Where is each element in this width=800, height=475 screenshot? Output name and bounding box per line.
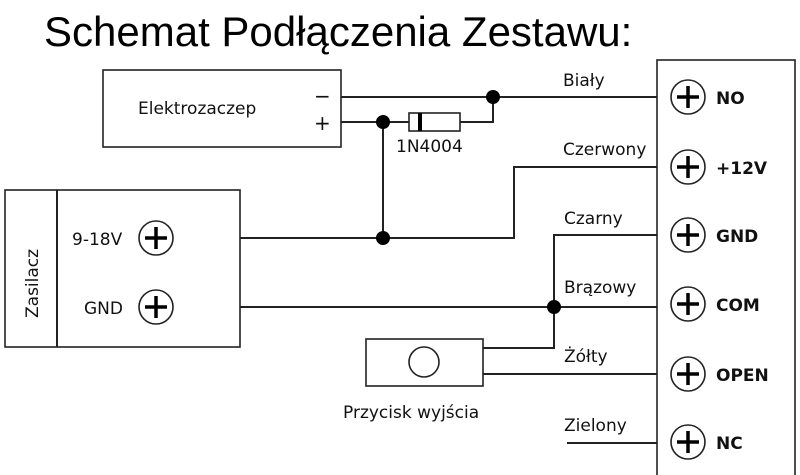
wire-labels: Biały Czerwony Czarny Brązowy Żółty Ziel… <box>563 71 646 436</box>
wire-label-brown: Brązowy <box>564 278 636 298</box>
junction-dots <box>376 90 561 314</box>
diode: 1N4004 <box>396 112 463 157</box>
terminal-label: GND <box>716 227 758 247</box>
wire-label-yellow: Żółty <box>564 346 608 367</box>
wire-label-black: Czarny <box>564 209 623 229</box>
terminal-label: +12V <box>716 159 768 179</box>
terminal-label: NC <box>716 434 743 454</box>
psu-terminal-label: 9-18V <box>72 230 123 250</box>
terminal-open: OPEN <box>670 356 769 392</box>
power-supply: Zasilacz 9-18V GND <box>4 189 241 348</box>
terminal-label: OPEN <box>716 366 769 386</box>
wires <box>172 96 672 444</box>
psu-terminal-9-18v <box>138 220 174 256</box>
wire-label-green: Zielony <box>564 416 627 436</box>
psu-terminal-gnd <box>138 289 174 325</box>
electric-strike-label: Elektrozaczep <box>138 99 256 119</box>
diagram-title: Schemat Podłączenia Zestawu: <box>44 8 632 55</box>
terminal-label: NO <box>716 89 745 109</box>
exit-button: Przycisk wyjścia <box>343 338 484 423</box>
terminal-12v: +12V <box>670 149 768 185</box>
diode-label: 1N4004 <box>396 137 463 157</box>
wire-label-white: Biały <box>563 71 605 91</box>
plus-sign: + <box>314 111 331 135</box>
terminal-label: COM <box>716 296 760 316</box>
wire-label-red: Czerwony <box>563 140 646 160</box>
controller: NO +12V GND COM OPEN NC <box>656 59 796 475</box>
exit-button-label: Przycisk wyjścia <box>343 403 479 423</box>
power-supply-label: Zasilacz <box>23 249 43 318</box>
terminal-nc: NC <box>670 424 743 460</box>
terminal-no: NO <box>670 79 745 115</box>
electric-strike: Elektrozaczep − + <box>102 69 342 148</box>
terminal-gnd: GND <box>670 217 758 253</box>
terminal-com: COM <box>670 286 760 322</box>
psu-terminal-label: GND <box>84 299 123 319</box>
minus-sign: − <box>314 84 331 108</box>
